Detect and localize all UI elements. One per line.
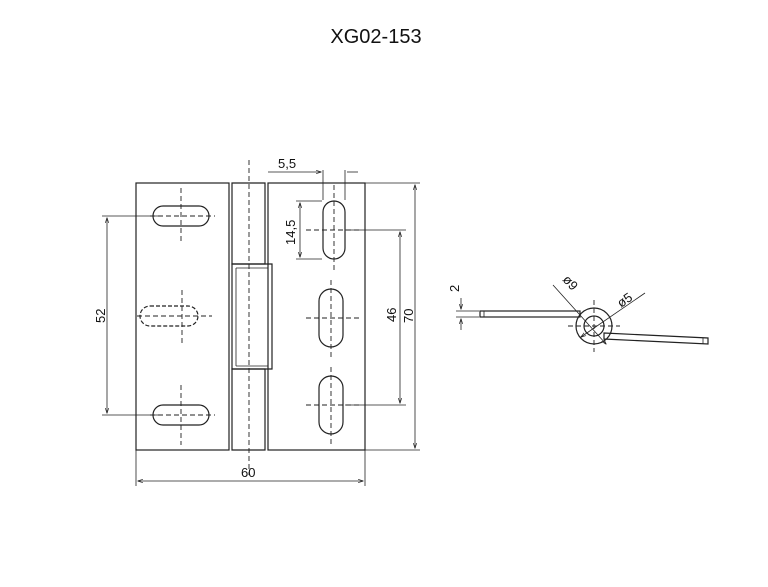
knuckle-bottom: [231, 368, 266, 451]
dim-hole-span-right: 46: [384, 308, 399, 322]
dim-knuckle-outer: ø9: [560, 272, 581, 293]
dim-slot-spacing: 5,5: [278, 156, 296, 171]
knuckle-top: [231, 182, 266, 265]
dim-slot-length: 14,5: [283, 220, 298, 245]
dim-width: 60: [241, 465, 255, 480]
side-view: ø9 ø5 2: [447, 272, 709, 352]
left-leaf: [135, 182, 230, 451]
drawing-title: XG02-153: [330, 26, 422, 48]
knuckle-middle: [231, 263, 273, 370]
dim-height: 70: [401, 309, 416, 323]
dim-leaf-thickness: 2: [447, 285, 462, 292]
dim-pin-diameter: ø5: [614, 289, 635, 310]
dim-outer-span-left: 52: [93, 309, 108, 323]
side-leaf-right: [603, 332, 709, 345]
front-view: 5,5 14,5 52 46 70 60: [93, 156, 420, 486]
side-leaf-left: [479, 310, 581, 318]
